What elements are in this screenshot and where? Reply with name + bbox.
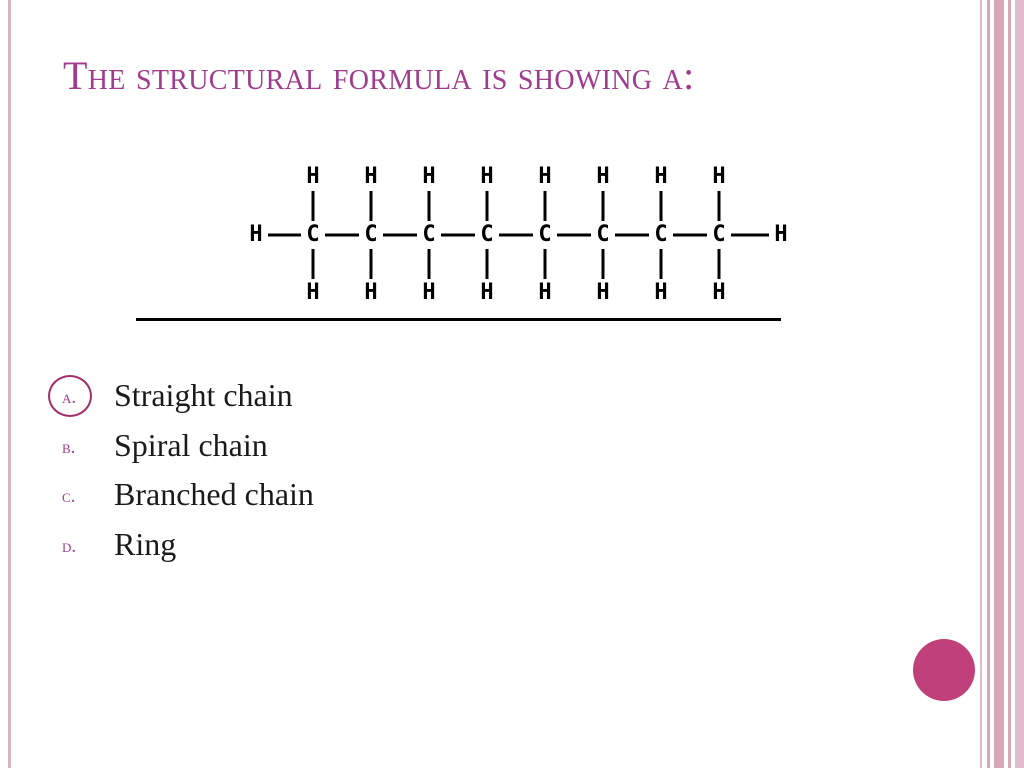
hydrogen-atom: H <box>596 280 609 305</box>
hydrogen-atom: H <box>596 164 609 189</box>
option-text: Branched chain <box>114 476 314 512</box>
option-text: Spiral chain <box>114 427 268 463</box>
carbon-atom: C <box>596 222 609 247</box>
hydrogen-atom: H <box>538 280 551 305</box>
option-b[interactable]: b. Spiral chain <box>0 425 700 465</box>
divider-line <box>136 318 781 321</box>
hydrogen-atom: H <box>249 222 262 247</box>
carbon-atom: C <box>422 222 435 247</box>
option-text: Ring <box>114 526 177 562</box>
structural-formula: H H C H H C H H C H H C H H C H H C H H C H H C H H <box>240 155 800 305</box>
hydrogen-atom: H <box>364 280 377 305</box>
stripe <box>1008 0 1011 768</box>
stripe <box>980 0 982 768</box>
hydrogen-atom: H <box>538 164 551 189</box>
carbon-atom: C <box>480 222 493 247</box>
option-letter: d. <box>62 536 77 557</box>
hydrogen-atom: H <box>480 280 493 305</box>
octane-structure-diagram: H H C H H C H H C H H C H H C H H C H H C H H C H H <box>249 164 787 305</box>
stripe <box>1015 0 1024 768</box>
hydrogen-atom: H <box>774 222 787 247</box>
left-border-line <box>8 0 11 768</box>
option-text: Straight chain <box>114 377 293 413</box>
carbon-atom: C <box>712 222 725 247</box>
hydrogen-atom: H <box>654 280 667 305</box>
slide-title: The structural formula is showing a: <box>63 53 695 98</box>
carbon-atom: C <box>538 222 551 247</box>
carbon-atom: C <box>306 222 319 247</box>
hydrogen-atom: H <box>654 164 667 189</box>
hydrogen-atom: H <box>306 280 319 305</box>
option-c[interactable]: c. Branched chain <box>0 474 700 514</box>
hydrogen-atom: H <box>422 280 435 305</box>
carbon-atom: C <box>364 222 377 247</box>
decorative-dot <box>913 639 975 701</box>
option-d[interactable]: d. Ring <box>0 524 700 564</box>
hydrogen-atom: H <box>480 164 493 189</box>
right-border-stripes <box>978 0 1024 768</box>
hydrogen-atom: H <box>712 164 725 189</box>
stripe <box>987 0 990 768</box>
stripe <box>994 0 1004 768</box>
carbon-atom: C <box>654 222 667 247</box>
hydrogen-atom: H <box>422 164 435 189</box>
option-letter: b. <box>62 437 76 458</box>
option-letter: c. <box>62 486 76 507</box>
selected-answer-ring <box>48 375 92 417</box>
option-letter: a. <box>62 387 77 408</box>
hydrogen-atom: H <box>364 164 377 189</box>
option-a[interactable]: a. Straight chain <box>0 375 700 415</box>
hydrogen-atom: H <box>306 164 319 189</box>
hydrogen-atom: H <box>712 280 725 305</box>
